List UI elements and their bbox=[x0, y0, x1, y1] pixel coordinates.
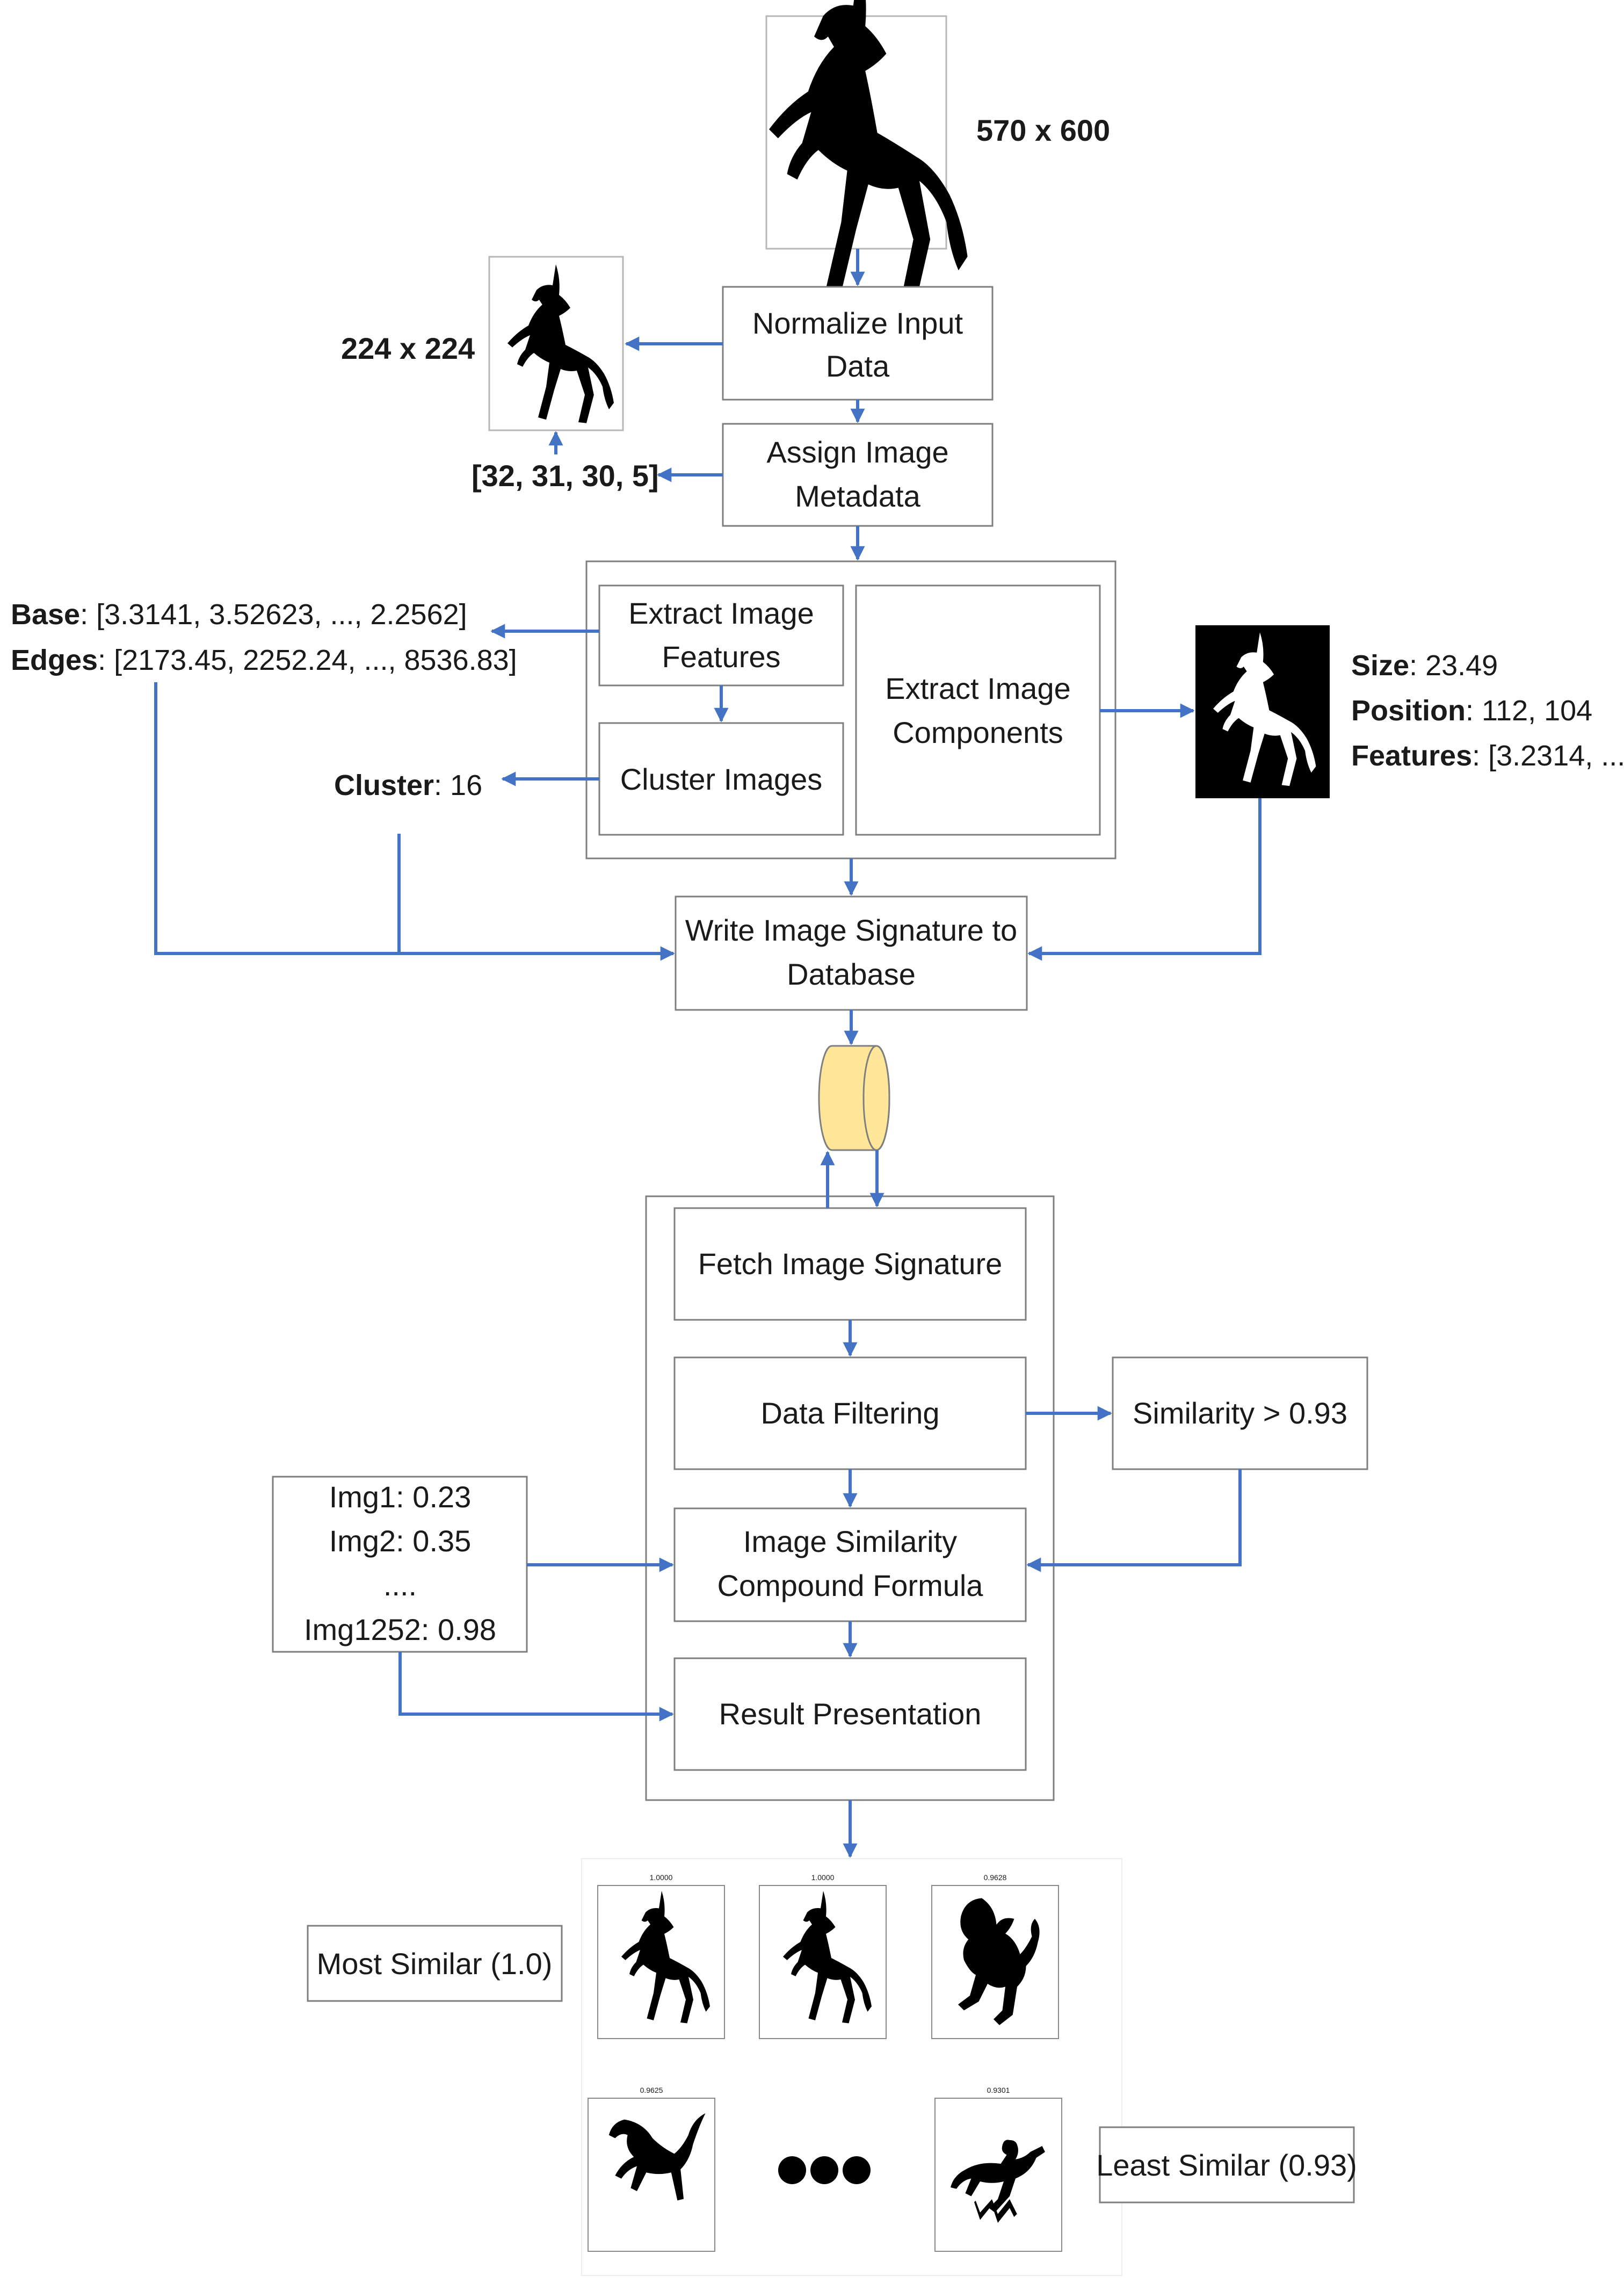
extract-features-step-box[interactable] bbox=[598, 584, 844, 687]
ellipsis-dots-icon bbox=[778, 2156, 871, 2184]
metadata-value: [32, 31, 30, 5] bbox=[472, 459, 659, 493]
component-size-line: Size: 23.49 bbox=[1351, 649, 1498, 682]
cluster-result-line: Cluster: 16 bbox=[334, 769, 482, 801]
score-item: .... bbox=[383, 1568, 417, 1602]
data-filtering-label: Data Filtering bbox=[760, 1396, 939, 1430]
similarity-threshold-box bbox=[1112, 1356, 1368, 1470]
similarity-formula-line1: Image Similarity bbox=[743, 1525, 957, 1558]
thumb-title: 0.9625 bbox=[640, 2086, 663, 2094]
database-cylinder-icon bbox=[818, 1045, 890, 1151]
extract-components-line2: Components bbox=[893, 716, 1063, 749]
fetch-signature-label: Fetch Image Signature bbox=[698, 1247, 1003, 1281]
write-signature-line1: Write Image Signature to bbox=[685, 913, 1017, 947]
result-presentation-step-box[interactable] bbox=[673, 1657, 1027, 1771]
result-thumbnail: 0.9301 bbox=[934, 2086, 1062, 2252]
least-similar-label: Least Similar (0.93) bbox=[1096, 2148, 1357, 2182]
extract-features-line1: Extract Image bbox=[628, 596, 814, 630]
result-thumbnail: 0.9625 bbox=[588, 2086, 715, 2252]
result-thumbnail: 1.0000 bbox=[759, 1873, 887, 2039]
cluster-images-label: Cluster Images bbox=[620, 762, 823, 796]
result-presentation-label: Result Presentation bbox=[719, 1697, 982, 1731]
score-item: Img2: 0.35 bbox=[329, 1524, 472, 1558]
fetch-signature-step-box[interactable] bbox=[673, 1207, 1027, 1321]
assign-metadata-line1: Assign Image bbox=[766, 435, 948, 469]
component-position-line: Position: 112, 104 bbox=[1351, 695, 1592, 727]
write-signature-step-box[interactable] bbox=[675, 895, 1028, 1011]
most-similar-label: Most Similar (1.0) bbox=[317, 1947, 553, 1981]
cluster-images-step-box[interactable] bbox=[598, 722, 844, 836]
component-features-line: Features: [3.2314, ...] bbox=[1351, 740, 1624, 772]
assign-metadata-step-box[interactable] bbox=[722, 423, 994, 527]
write-signature-line2: Database bbox=[787, 957, 916, 991]
thumb-title: 1.0000 bbox=[650, 1873, 673, 1882]
similarity-threshold-label: Similarity > 0.93 bbox=[1133, 1396, 1347, 1430]
normalize-step-line2: Data bbox=[826, 349, 890, 383]
extract-components-step-box[interactable] bbox=[855, 584, 1101, 836]
extract-features-line2: Features bbox=[662, 640, 781, 674]
extract-components-line1: Extract Image bbox=[885, 671, 1070, 705]
score-list-box bbox=[272, 1476, 528, 1653]
thumb-title: 0.9628 bbox=[984, 1873, 1007, 1882]
result-thumbnail: 1.0000 bbox=[597, 1873, 725, 2039]
edges-features-line: Edges: [2173.45, 2252.24, ..., 8536.83] bbox=[11, 644, 517, 676]
result-thumbnail: 0.9628 bbox=[931, 1873, 1059, 2039]
similarity-formula-step-box[interactable] bbox=[673, 1507, 1027, 1622]
thumb-title: 1.0000 bbox=[811, 1873, 835, 1882]
normalize-step-line1: Normalize Input bbox=[752, 306, 963, 340]
least-similar-box bbox=[1099, 2126, 1355, 2203]
normalize-step-box[interactable] bbox=[722, 286, 994, 401]
assign-metadata-line2: Metadata bbox=[795, 479, 920, 513]
score-item: Img1252: 0.98 bbox=[304, 1613, 496, 1646]
normalized-size-label: 224 x 224 bbox=[341, 331, 475, 365]
most-similar-box bbox=[307, 1925, 563, 2002]
input-size-label: 570 x 600 bbox=[976, 113, 1110, 147]
score-item: Img1: 0.23 bbox=[329, 1480, 472, 1514]
base-features-line: Base: [3.3141, 3.52623, ..., 2.2562] bbox=[11, 598, 467, 631]
thumb-title: 0.9301 bbox=[987, 2086, 1010, 2094]
flow-arrows bbox=[154, 249, 1262, 1858]
similarity-formula-line2: Compound Formula bbox=[717, 1569, 984, 1602]
